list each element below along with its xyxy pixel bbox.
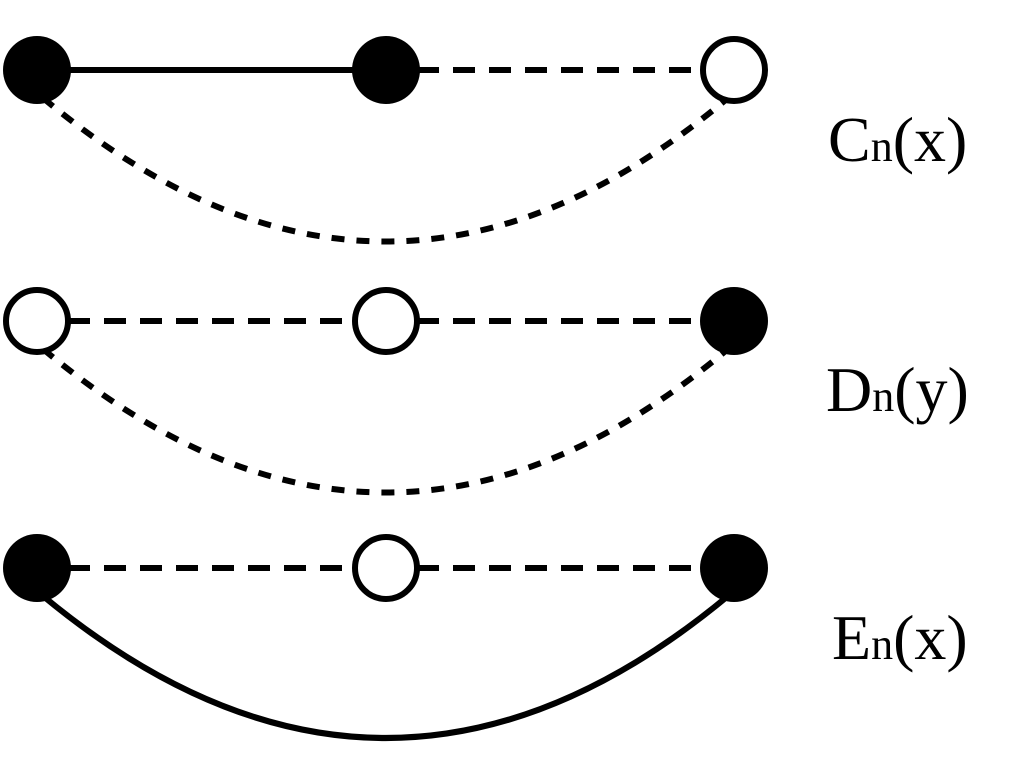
diagram-label-d: Dn(y) (826, 358, 969, 422)
filled-node (700, 287, 768, 355)
diagram-label-c: Cn(x) (828, 108, 967, 172)
label-letter: C (828, 104, 871, 175)
filled-node (352, 36, 420, 104)
arc-edge-dotted (41, 95, 730, 245)
label-subscript: n (871, 620, 894, 669)
filled-node (3, 36, 71, 104)
label-argument: (x) (893, 602, 968, 673)
diagram-2 (3, 534, 768, 741)
label-letter: E (832, 602, 872, 673)
label-subscript: n (870, 122, 893, 171)
filled-node (700, 534, 768, 602)
empty-node (352, 287, 420, 355)
diagram-1 (3, 287, 768, 496)
label-argument: (y) (894, 354, 969, 425)
empty-node (352, 534, 420, 602)
empty-node (700, 36, 768, 104)
label-argument: (x) (892, 104, 968, 175)
diagram-label-e: En(x) (832, 606, 968, 670)
filled-node (3, 534, 71, 602)
label-letter: D (826, 354, 873, 425)
arc-edge-dotted (41, 346, 730, 496)
empty-node (3, 287, 71, 355)
diagram-0 (3, 36, 768, 245)
label-subscript: n (872, 372, 895, 421)
arc-edge-solid (41, 593, 730, 741)
